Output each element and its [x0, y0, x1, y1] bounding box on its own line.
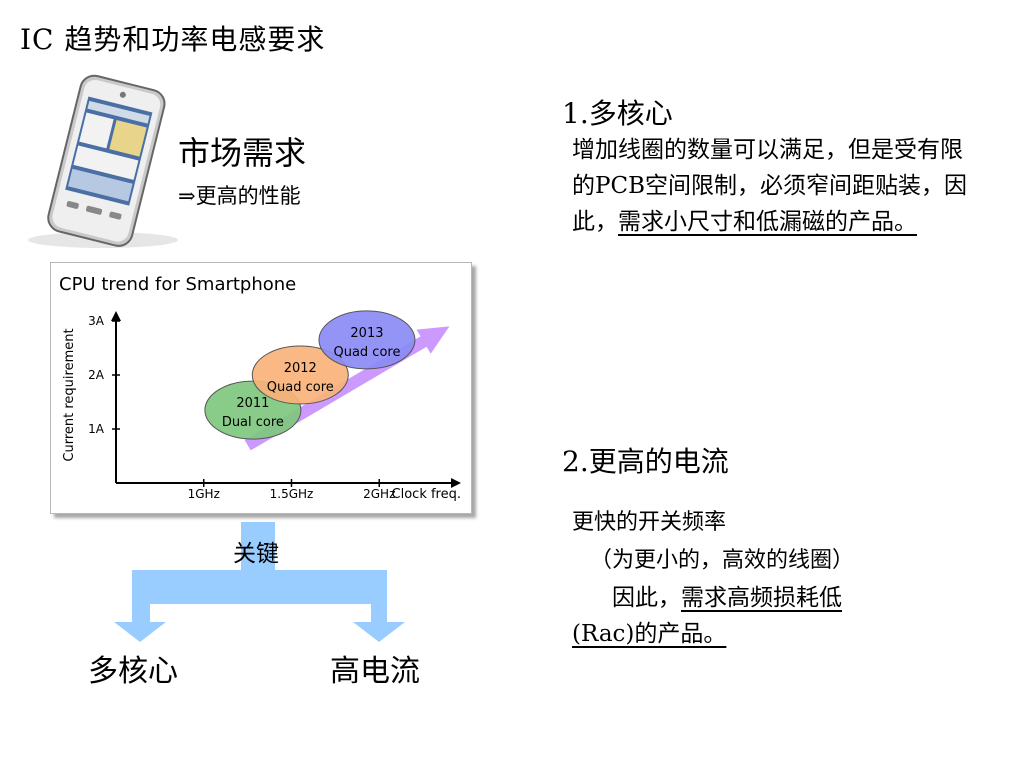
x-tick-label: 2GHz	[363, 487, 395, 501]
section2-line1: 更快的开关频率	[572, 510, 727, 535]
x-axis-label: Clock freq.	[392, 487, 461, 502]
key-label: 关键	[233, 541, 279, 567]
high-current-label: 高电流	[330, 654, 420, 689]
cpu-trend-chart: CPU trend for Smartphone Current require…	[50, 262, 472, 514]
section1-body: 增加线圈的数量可以满足，但是受有限的PCB空间限制，必须窄间距贴装，因此，需求小…	[572, 132, 982, 240]
section2-emphasis: 需求高频损耗低	[681, 585, 842, 611]
section2-line2: （为更小的，高效的线圈）	[590, 548, 855, 573]
chart-canvas: CPU trend for Smartphone Current require…	[59, 274, 461, 502]
chart-title: CPU trend for Smartphone	[59, 274, 296, 295]
data-point-core: Quad core	[333, 345, 400, 360]
section1-text: 增加线圈的数量可以满足，但是受有限的PCB空间限制，必须窄间距贴装，因此，	[572, 137, 967, 235]
section1-emphasis: 需求小尺寸和低漏磁的产品。	[618, 209, 917, 235]
slide-title: IC 趋势和功率电感要求	[20, 23, 326, 56]
data-point-year: 2011	[236, 396, 269, 411]
y-tick-label: 2A	[88, 368, 105, 382]
x-tick-label: 1GHz	[188, 487, 220, 501]
multi-core-label: 多核心	[88, 654, 178, 689]
x-tick-label: 1.5GHz	[270, 487, 314, 501]
smartphone-image	[28, 74, 178, 248]
data-point-bubble	[318, 310, 416, 370]
data-point-core: Dual core	[222, 415, 284, 430]
data-point-year: 2013	[350, 326, 383, 341]
y-tick-label: 1A	[88, 422, 105, 436]
market-demand-title: 市场需求	[178, 134, 307, 172]
section2-line4: (Rac)的产品。	[572, 621, 727, 647]
y-tick-label: 3A	[88, 314, 105, 328]
split-arrow-icon	[114, 522, 405, 642]
y-axis-label: Current requirement	[62, 328, 77, 461]
data-point-year: 2012	[284, 361, 317, 376]
market-demand-subtitle: ⇒更高的性能	[178, 184, 301, 208]
section2-heading: 2.更高的电流	[562, 445, 729, 478]
section2-line3: 因此，需求高频损耗低	[612, 578, 842, 612]
section2-line3-text: 因此，	[612, 585, 681, 611]
section1-heading: 1.多核心	[562, 97, 673, 130]
data-point-bubble	[251, 345, 349, 405]
data-point-core: Quad core	[267, 380, 334, 395]
